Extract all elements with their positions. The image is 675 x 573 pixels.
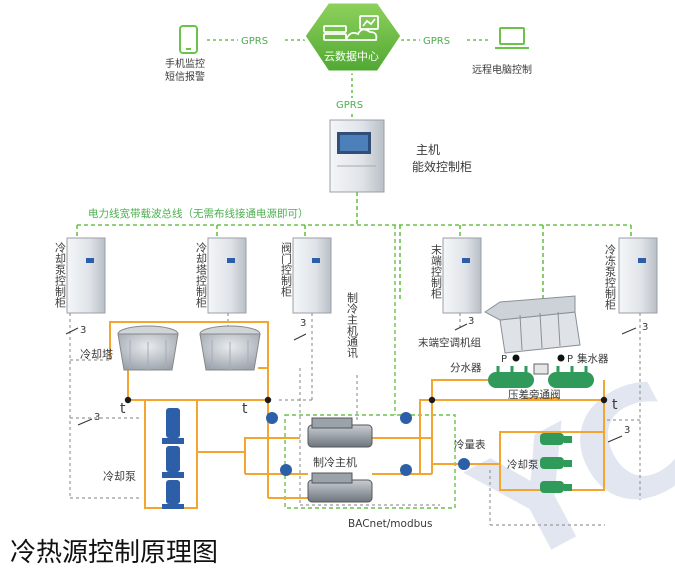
- cable-count-6: 3: [624, 425, 630, 436]
- freeze-pump-label: 冷却泵: [507, 458, 539, 471]
- cooling-tower-label: 冷却塔: [80, 348, 113, 361]
- temp-marker-2: t: [242, 401, 248, 417]
- cooling-pump-1: [162, 408, 184, 444]
- cooling-pump-2: [162, 446, 184, 478]
- water-pipes: [109, 321, 605, 509]
- cable-count-4: 3: [468, 316, 474, 327]
- pipe-junctions: [124, 396, 608, 404]
- pressure-sensor-icon: [512, 354, 565, 362]
- page-title: 冷热源控制原理图: [10, 538, 218, 568]
- terminal-cabinet: [442, 237, 482, 314]
- gprs-label-left: GPRS: [241, 36, 268, 47]
- phone-icon: [179, 25, 198, 54]
- water-distributor: [488, 366, 534, 388]
- protocol-label: BACnet/modbus: [348, 518, 432, 530]
- cooling-pump-cabinet-label: 冷却泵控制柜: [54, 242, 67, 309]
- cooling-tower-cabinet: [207, 237, 247, 314]
- cooling-pump-cabinet: [66, 237, 106, 314]
- cloud-label: 云数据中心: [324, 49, 379, 63]
- chiller-unit-2: [307, 472, 373, 503]
- remote-pc-label: 远程电脑控制: [472, 63, 532, 76]
- temp-marker-1: t: [120, 401, 126, 417]
- cable-tick-marks: [65, 323, 637, 443]
- cloud-server-icon: [323, 15, 379, 41]
- main-cabinet-label-1: 主机: [416, 143, 440, 157]
- chiller-comm-label: 制冷主机通讯: [346, 292, 359, 359]
- ahu-label: 末端空调机组: [418, 336, 481, 349]
- collector-label: 集水器: [577, 352, 609, 365]
- freeze-pump-cabinet: [618, 237, 658, 314]
- water-collector: [548, 366, 594, 388]
- laptop-icon: [495, 27, 529, 49]
- gprs-label-right: GPRS: [423, 36, 450, 47]
- p-marker-left: P: [501, 354, 507, 365]
- main-cabinet-label-2: 能效控制柜: [412, 159, 472, 174]
- control-wiring: [69, 313, 641, 526]
- cooling-pump-label: 冷却泵: [103, 470, 136, 483]
- chiller-comm-loop: [284, 225, 456, 509]
- chiller-label: 制冷主机: [313, 455, 357, 469]
- cable-count-2: 3: [94, 412, 100, 423]
- valve-cabinet-label: 阀门控制柜: [280, 241, 293, 298]
- freeze-pump-2: [540, 457, 572, 469]
- cooling-tower-cabinet-label: 冷却塔控制柜: [195, 242, 208, 309]
- freeze-pump-cabinet-label: 冷冻泵控制柜: [604, 244, 617, 311]
- gprs-label-down: GPRS: [336, 100, 363, 111]
- temp-marker-3: t: [612, 397, 618, 413]
- valve-cabinet: [292, 237, 332, 314]
- cooling-tower-unit-2: [199, 325, 261, 371]
- bus-label: 电力线宽带载波总线（无需布线接通电源即可）: [88, 207, 309, 220]
- chiller-unit-1: [307, 417, 373, 448]
- cooling-pump-3: [162, 480, 184, 509]
- main-efficiency-cabinet: [329, 119, 385, 193]
- cable-count-5: 3: [642, 322, 648, 333]
- cable-count-1: 3: [80, 325, 86, 336]
- flowmeter-label: 冷量表: [454, 438, 486, 451]
- ahu-unit: [484, 295, 581, 354]
- bypass-valve-icon: [533, 363, 549, 375]
- phone-label-1: 手机监控: [165, 57, 205, 70]
- power-line-bus: [76, 192, 632, 300]
- distributor-label: 分水器: [450, 362, 482, 374]
- valve-icon: [266, 412, 470, 476]
- bypass-label: 压差旁通阀: [508, 388, 561, 401]
- p-marker-right: P: [567, 354, 573, 365]
- phone-label-2: 短信报警: [165, 70, 205, 83]
- freeze-pump-1: [540, 433, 572, 445]
- freeze-pump-3: [540, 481, 572, 493]
- cooling-tower-unit-1: [117, 325, 179, 371]
- cloud-data-center: 云数据中心: [302, 0, 404, 74]
- terminal-cabinet-label: 末端控制柜: [430, 243, 443, 300]
- cable-count-3: 3: [300, 318, 306, 329]
